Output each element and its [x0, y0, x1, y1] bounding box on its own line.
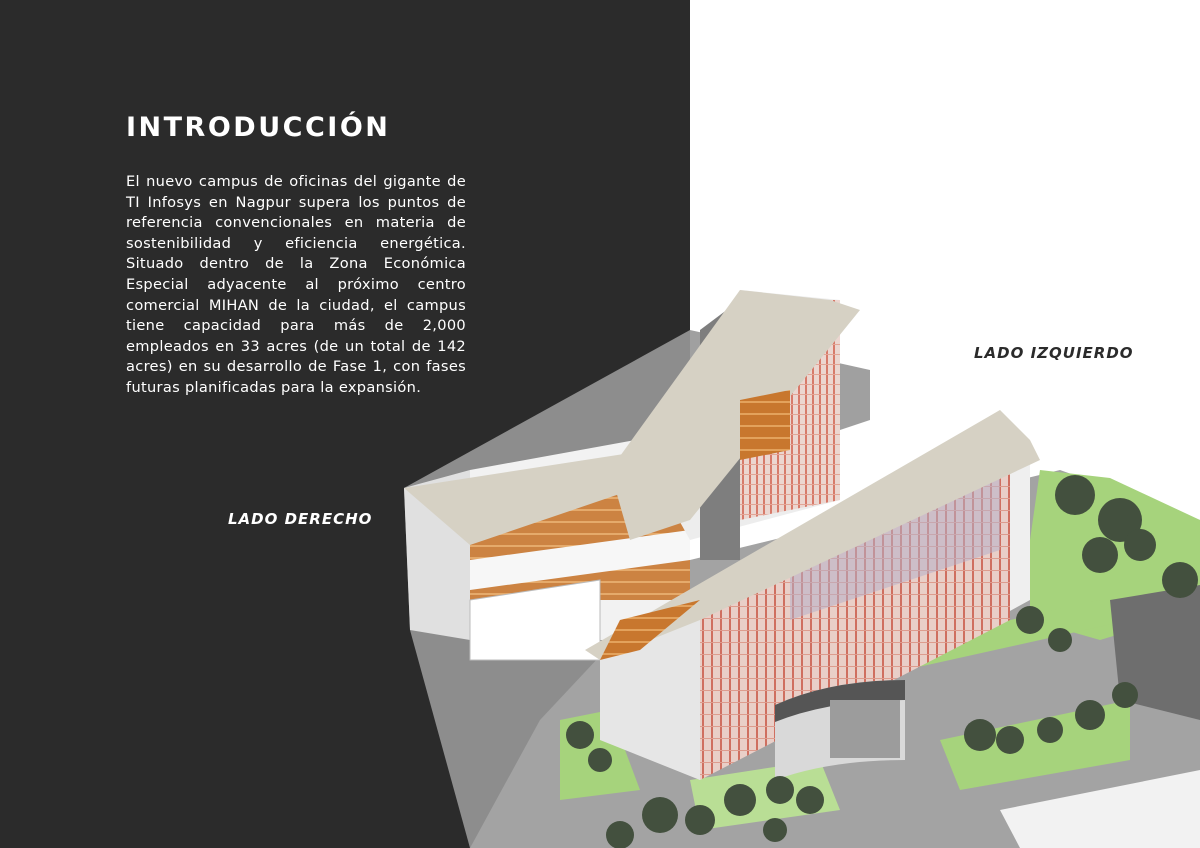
building-wing-top: [610, 290, 860, 560]
trees: [566, 475, 1198, 848]
intro-paragraph: El nuevo campus de oficinas del gigante …: [126, 173, 466, 396]
label-left-side: LADO IZQUIERDO: [974, 344, 1134, 362]
label-right-side: LADO DERECHO: [228, 510, 373, 528]
page-title: INTRODUCCIÓN: [126, 112, 391, 143]
building-wing-left-side: [585, 410, 1040, 780]
auxiliary-building: [775, 680, 905, 780]
